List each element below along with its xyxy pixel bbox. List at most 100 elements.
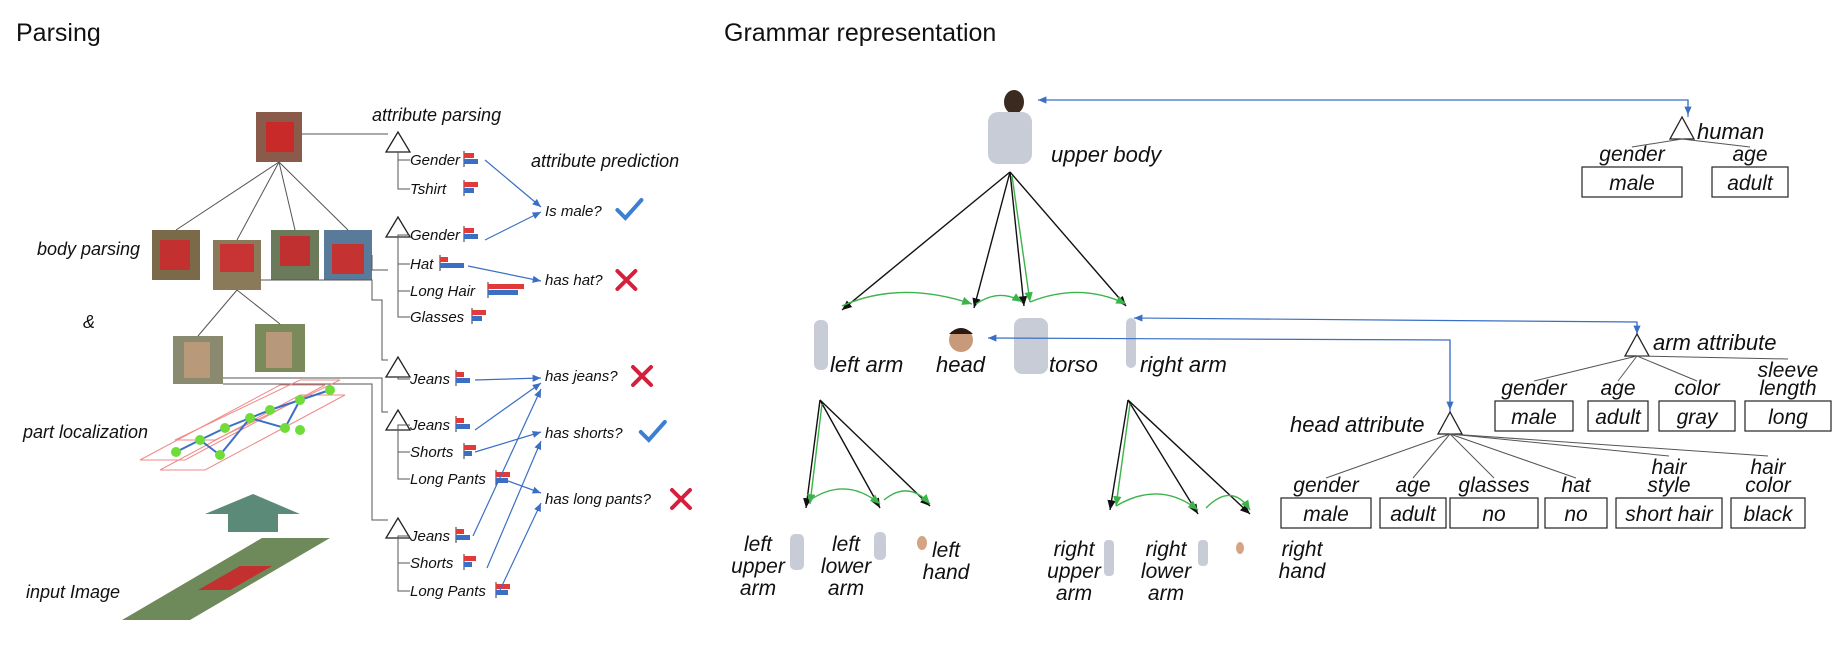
upper-body-green-relations [841,175,1127,307]
attr-item-label: Tshirt [410,181,447,198]
attr-bar-blue [456,535,470,540]
arm-attribute-triangle [1623,332,1651,357]
attr-name-label: color [1674,377,1721,400]
attr-item-label: Gender [410,152,461,169]
part-image-1 [152,230,200,280]
sub-part-labels: leftupperarmleftlowerarmlefthandrightupp… [731,533,1327,605]
attr-bar-red [464,556,476,561]
attr-value-box [1730,497,1806,529]
attr-item-label: Long Hair [410,283,476,300]
attr-bar-red [496,584,510,589]
prediction-arrows [467,159,542,591]
attr-value-label: black [1743,503,1794,526]
attr-edge [397,237,410,318]
left-sub-part-label: lower [821,555,872,578]
part-label-right-arm: right arm [1140,352,1227,377]
attr-edge [397,377,410,380]
attr-name-label: color [1745,474,1792,497]
check-icon [638,420,667,443]
attr-bar-blue [464,159,478,164]
right-sub-part-label: hand [1279,560,1327,583]
attr-group-triangle [384,215,412,238]
prediction-label: Is male? [545,203,602,220]
attr-item-label: Jeans [409,371,451,388]
left-sub-part-label: arm [828,577,864,600]
part-image-4 [324,230,372,280]
attr-name-label: gender [1501,377,1567,400]
prediction-label: has shorts? [545,425,623,442]
attr-item-label: Glasses [410,309,465,326]
attr-name-label: style [1647,474,1690,497]
attr-bar-blue [472,316,482,321]
attr-item-label: Jeans [409,528,451,545]
attr-name-label: hair [1750,456,1786,479]
attr-group-triangle [384,355,412,378]
attr-name-label: age [1395,474,1430,497]
attr-tree-edge [1449,433,1577,479]
attr-value-box [1449,497,1539,529]
attr-edge [397,538,410,564]
attr-edge [397,538,410,592]
attr-edge [397,152,410,161]
attr-name-label: gender [1293,474,1359,497]
attr-item-label: Long Pants [410,583,486,600]
attr-edge [397,430,410,453]
attr-bar-blue [496,590,508,595]
attr-value-box [1615,497,1723,529]
input-image [122,538,330,620]
right-sub-part-label: upper [1047,560,1102,583]
left-arm-image [814,320,828,370]
attr-edge [397,430,410,480]
attr-tree-edge [1325,433,1451,479]
attr-value-label: male [1303,503,1349,526]
attr-bar-red [472,310,486,315]
right-hand-image [1236,542,1244,554]
input-image-label: input Image [26,582,120,602]
attr-tree-edge [1631,138,1683,148]
attr-name-label: sleeve [1758,359,1819,382]
right-lower-arm-image [1198,540,1208,566]
prediction-label: has jeans? [545,368,618,385]
part-label-head: head [936,352,986,377]
attr-item-label: Hat [410,256,434,273]
attr-name-label: length [1759,377,1816,400]
left-sub-part-label: left [832,533,861,556]
arm-attribute-label: arm attribute [1653,330,1777,355]
human-triangle [1668,115,1696,140]
part-label-left-arm: left arm [830,352,903,377]
cross-icon [670,488,692,510]
grammar-title: Grammar representation [724,19,996,47]
attr-value-box [1581,166,1683,198]
attr-tree-edge [1449,433,1495,479]
human-label: human [1697,119,1764,144]
attr-value-label: no [1564,503,1588,526]
attr-tree-edge [1533,355,1638,382]
head-image [949,328,973,352]
parsing-title: Parsing [16,19,101,47]
upper-body-edges [841,171,1127,311]
attr-tree-edge [1617,355,1638,382]
left-hand-image [917,536,927,550]
attr-value-label: long [1768,406,1808,429]
left-lower-arm-image [874,532,886,560]
attribute-predictions: Is male?has hat?has jeans?has shorts?has… [545,198,692,510]
cross-icon [615,269,638,291]
right-sub-part-label: arm [1056,582,1092,605]
attr-value-box [1494,400,1574,432]
attr-value-label: male [1609,172,1655,195]
attr-bar-red [456,529,464,534]
left-sub-part-label: hand [923,561,971,584]
attr-edge [397,237,410,265]
upper-body-image [988,90,1032,164]
left-arm-edges [803,399,931,509]
left-sub-part-label: upper [731,555,786,578]
cross-icon [631,365,653,387]
attr-edge [397,424,410,430]
attr-bar-red [488,284,524,289]
part-localization-grid [139,379,346,471]
torso-image [1014,318,1048,374]
left-sub-part-label: left [744,533,773,556]
attr-bar-blue [496,478,508,483]
attr-value-box [1379,497,1447,529]
attr-name-label: gender [1599,143,1665,166]
